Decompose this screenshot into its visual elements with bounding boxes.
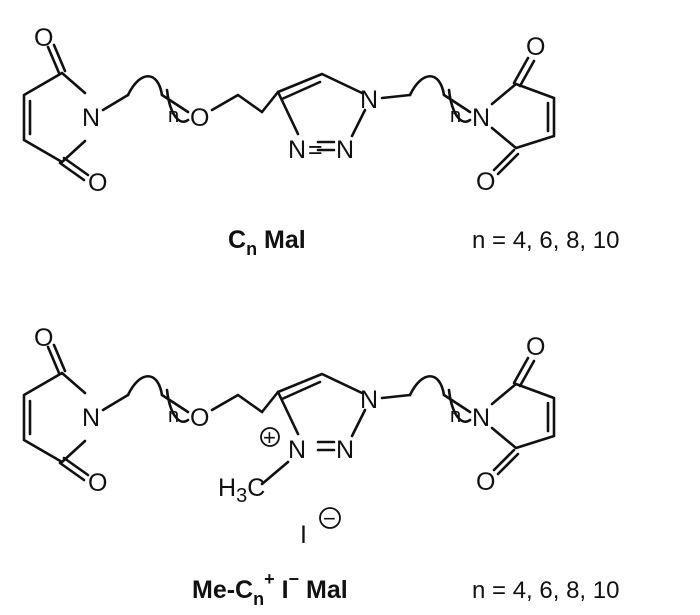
oxygen-label: O xyxy=(476,168,495,196)
oxygen-label: O xyxy=(34,24,53,52)
nitrogen-label: N xyxy=(336,136,354,164)
methyl-label: H3C xyxy=(218,474,265,507)
compound-1-n-values: n = 4, 6, 8, 10 xyxy=(472,227,619,254)
nitrogen-label: N xyxy=(82,104,100,132)
nitrogen-label: N xyxy=(82,404,100,432)
left-maleimide-1: O O N xyxy=(22,24,107,197)
nitrogen-label: N xyxy=(336,436,354,464)
positive-charge-sign: + xyxy=(263,425,276,450)
repeat-n-label: n xyxy=(450,105,461,127)
oxygen-label: O xyxy=(526,333,545,361)
oxygen-label: O xyxy=(476,468,495,496)
negative-charge-circle xyxy=(319,507,341,529)
nitrogen-label: N xyxy=(360,386,378,414)
nitrogen-label: N xyxy=(360,86,378,114)
oxygen-label: O xyxy=(190,404,209,432)
iodide-label: I xyxy=(300,521,307,549)
compound-1-structure: O O N n O N N N = xyxy=(22,24,556,197)
left-maleimide-2: O O N xyxy=(22,324,107,497)
compound-2-name: Me-Cn+ I− Mal xyxy=(192,569,348,609)
nitrogen-label: N xyxy=(288,136,306,164)
right-linker-1: n xyxy=(380,75,472,127)
oxygen-label: O xyxy=(526,33,545,61)
nitrogen-label: N xyxy=(472,104,490,132)
oxygen-label: O xyxy=(88,169,107,197)
triazolium-2: N N N + H3C I − xyxy=(218,372,378,549)
nitrogen-label: N xyxy=(288,436,306,464)
left-linker-1: n O xyxy=(101,75,264,132)
triple-bond-marker: = xyxy=(308,136,323,164)
repeat-n-label: n xyxy=(168,105,179,127)
repeat-n-label: n xyxy=(450,405,461,427)
compound-2-caption: Me-Cn+ I− Mal n = 4, 6, 8, 10 xyxy=(192,569,619,609)
compound-1-name: Cn Mal xyxy=(228,226,306,259)
oxygen-label: O xyxy=(190,104,209,132)
right-maleimide-1: N O O xyxy=(472,33,556,196)
compound-2-structure: O O N n O N N N + xyxy=(22,324,556,549)
oxygen-label: O xyxy=(34,324,53,352)
negative-charge-sign: − xyxy=(323,506,336,531)
triazole-1: N N N = xyxy=(260,72,378,164)
positive-charge-circle xyxy=(260,427,280,447)
compound-2-n-values: n = 4, 6, 8, 10 xyxy=(472,577,619,604)
nitrogen-label: N xyxy=(472,404,490,432)
repeat-n-label: n xyxy=(168,405,179,427)
right-linker-2: n xyxy=(380,375,472,427)
oxygen-label: O xyxy=(88,469,107,497)
compound-1-caption: Cn Mal n = 4, 6, 8, 10 xyxy=(228,226,619,259)
right-maleimide-2: N O O xyxy=(472,333,556,496)
left-linker-2: n O xyxy=(101,375,264,432)
